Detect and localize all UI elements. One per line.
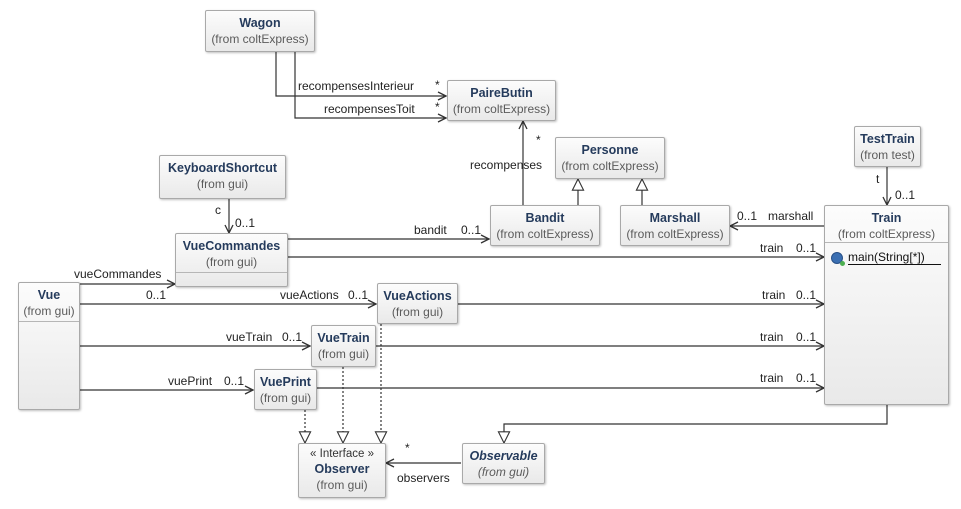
interface-stereotype: « Interface » — [310, 448, 374, 460]
label-recompenses: recompenses — [470, 158, 543, 172]
mult-vue-actions-src: 0..1 — [146, 288, 167, 302]
class-origin: (from gui) — [477, 465, 530, 479]
mult-vue-train: 0..1 — [282, 330, 303, 344]
label-observers: observers — [397, 471, 450, 485]
class-name: VueCommandes — [182, 239, 281, 253]
mult-keyboard: 0..1 — [235, 216, 256, 230]
class-origin: (from coltExpress) — [626, 227, 724, 241]
mult-bandit: 0..1 — [461, 223, 482, 237]
class-name: Bandit — [525, 211, 565, 225]
class-origin: (from gui) — [391, 305, 444, 319]
label-bandit: bandit — [414, 223, 447, 237]
operation-main[interactable]: main(String[*]) — [831, 250, 941, 266]
label-vue-commandes: vueCommandes — [74, 267, 162, 281]
class-test-train[interactable]: TestTrain (from test) — [854, 126, 921, 167]
mult-vue-actions: 0..1 — [348, 288, 369, 302]
mult-vue-print: 0..1 — [224, 374, 245, 388]
class-observable[interactable]: Observable (from gui) — [462, 443, 545, 484]
class-marshall[interactable]: Marshall (from coltExpress) — [620, 205, 730, 246]
class-origin: (from gui) — [317, 347, 370, 361]
class-keyboard-shortcut[interactable]: KeyboardShortcut (from gui) — [159, 155, 286, 199]
class-vue-train[interactable]: VueTrain (from gui) — [311, 325, 376, 367]
mult-observers: * — [405, 441, 410, 455]
mult-vp-train: 0..1 — [796, 371, 817, 385]
class-origin: (from gui) — [23, 304, 75, 318]
label-vue-train: vueTrain — [226, 330, 273, 344]
label-vue-actions: vueActions — [280, 288, 339, 302]
compartment-divider — [825, 242, 948, 243]
label-marshall: marshall — [768, 209, 814, 223]
mult-testtrain: 0..1 — [895, 188, 916, 202]
class-train[interactable]: Train (from coltExpress) main(String[*]) — [824, 205, 949, 405]
label-keyboard-c: c — [215, 203, 221, 217]
label-testtrain-t: t — [876, 172, 880, 186]
class-name: Personne — [581, 143, 639, 157]
class-name: VuePrint — [260, 375, 311, 389]
class-origin: (from gui) — [316, 478, 368, 492]
label-recompenses-interieur: recompensesInterieur — [298, 79, 415, 93]
generalization-train-observable — [504, 405, 888, 443]
class-origin: (from gui) — [196, 177, 249, 191]
label-va-train: train — [762, 288, 786, 302]
class-vue-print[interactable]: VuePrint (from gui) — [254, 369, 317, 410]
label-vue-print: vuePrint — [168, 374, 213, 388]
mult-recompenses-interieur: * — [435, 78, 440, 92]
class-vue[interactable]: Vue (from gui) — [18, 282, 80, 410]
class-origin: (from gui) — [205, 255, 258, 269]
class-name: Vue — [37, 288, 61, 302]
assoc-recompenses-toit — [294, 52, 446, 118]
class-origin: (from coltExpress) — [211, 32, 309, 46]
class-name: VueTrain — [317, 331, 370, 345]
label-vp-train: train — [760, 371, 784, 385]
class-origin: (from gui) — [259, 391, 312, 405]
class-origin: (from test) — [860, 148, 915, 162]
class-origin: (from coltExpress) — [496, 227, 594, 241]
class-name: KeyboardShortcut — [167, 161, 278, 175]
class-vue-commandes[interactable]: VueCommandes (from gui) — [175, 233, 288, 287]
mult-recompenses-toit: * — [435, 100, 440, 114]
class-bandit[interactable]: Bandit (from coltExpress) — [490, 205, 600, 246]
class-name: Observer — [314, 462, 370, 476]
mult-vt-train: 0..1 — [796, 330, 817, 344]
class-paire-butin[interactable]: PaireButin (from coltExpress) — [447, 80, 556, 121]
class-name: TestTrain — [860, 132, 915, 146]
mult-marshall: 0..1 — [737, 209, 758, 223]
operation-signature: main(String[*]) — [848, 250, 941, 265]
assoc-recompenses-interieur — [275, 52, 446, 96]
class-origin: (from coltExpress) — [452, 102, 551, 116]
class-name: Wagon — [239, 16, 281, 30]
class-name: Train — [871, 211, 902, 225]
class-personne[interactable]: Personne (from coltExpress) — [555, 137, 665, 179]
interface-observer[interactable]: « Interface » Observer (from gui) — [298, 443, 386, 498]
public-operation-icon — [831, 251, 845, 266]
label-vc-train: train — [760, 241, 784, 255]
class-origin: (from coltExpress) — [837, 227, 936, 241]
class-name: VueActions — [383, 289, 452, 303]
compartment-divider — [176, 272, 287, 273]
class-wagon[interactable]: Wagon (from coltExpress) — [205, 10, 315, 52]
class-origin: (from coltExpress) — [561, 159, 659, 173]
class-name: Marshall — [649, 211, 701, 225]
mult-recompenses: * — [536, 133, 541, 147]
mult-va-train: 0..1 — [796, 288, 817, 302]
class-name: PaireButin — [470, 86, 533, 100]
class-name: Observable — [469, 449, 538, 463]
label-vt-train: train — [760, 330, 784, 344]
compartment-divider — [19, 321, 79, 322]
class-vue-actions[interactable]: VueActions (from gui) — [377, 283, 458, 324]
label-recompenses-toit: recompensesToit — [324, 102, 415, 116]
mult-vc-train: 0..1 — [796, 241, 817, 255]
